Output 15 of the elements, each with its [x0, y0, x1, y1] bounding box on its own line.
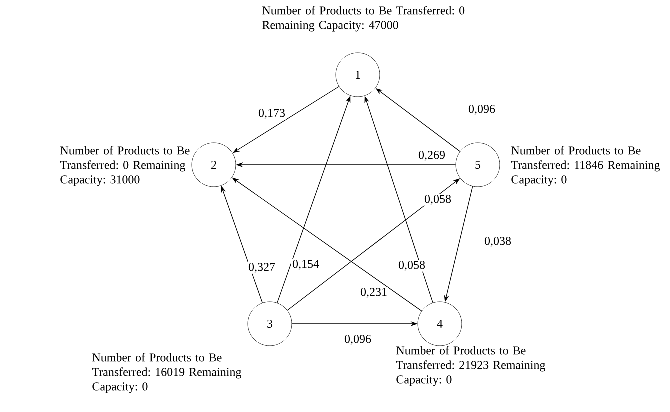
node-annotation: Number of Products to Be Transferred: 11846 Remaining Capacity: 0	[511, 146, 660, 186]
node-annotation: Number of Products to Be Transferred: 21923 Remaining Capacity: 0	[396, 346, 546, 386]
edge-label: 0,038	[484, 236, 512, 248]
node-annotation: Number of Products to Be Transferred: 16019 Remaining Capacity: 0	[92, 353, 242, 394]
edge-label: 0,096	[468, 104, 496, 116]
edge-label: 0,327	[248, 262, 276, 274]
edge-label: 0,058	[398, 260, 426, 272]
edge-label: 0,269	[418, 150, 446, 162]
edge-label: 0,173	[258, 108, 286, 120]
node-annotation: Number of Products to Be Transferred: 0 Remaining Capacity: 31000	[60, 146, 190, 186]
edge-label: 0,154	[292, 259, 320, 271]
edge-label: 0,058	[424, 194, 452, 206]
edge-label: 0,096	[344, 334, 372, 346]
node-annotation: Number of Products to Be Transferred: 0 Remaining Capacity: 47000	[262, 6, 465, 32]
edge-label: 0,231	[360, 287, 388, 299]
